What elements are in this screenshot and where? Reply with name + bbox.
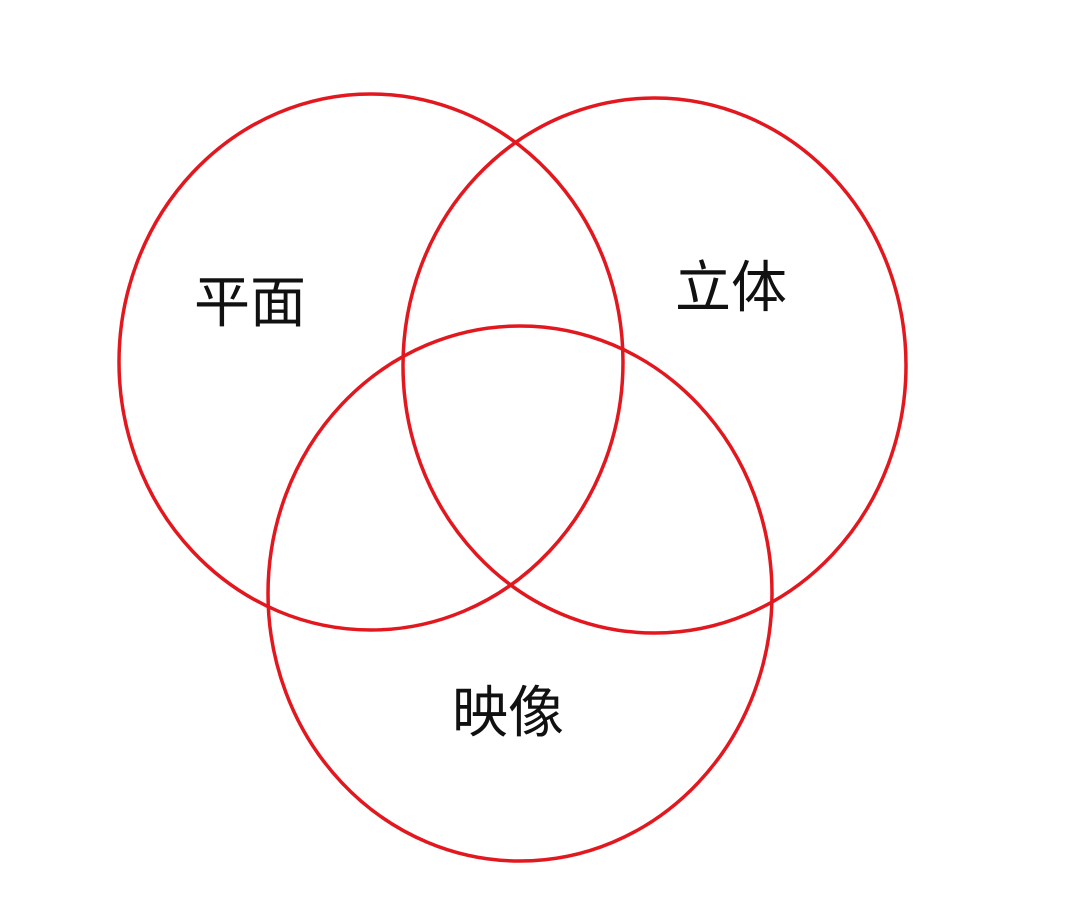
circle-video [266, 324, 774, 863]
circle-solid [401, 96, 908, 635]
label-video: 映像 [452, 681, 564, 746]
label-solid: 立体 [675, 256, 787, 321]
label-planar: 平面 [194, 271, 306, 336]
circle-planar [117, 92, 625, 632]
